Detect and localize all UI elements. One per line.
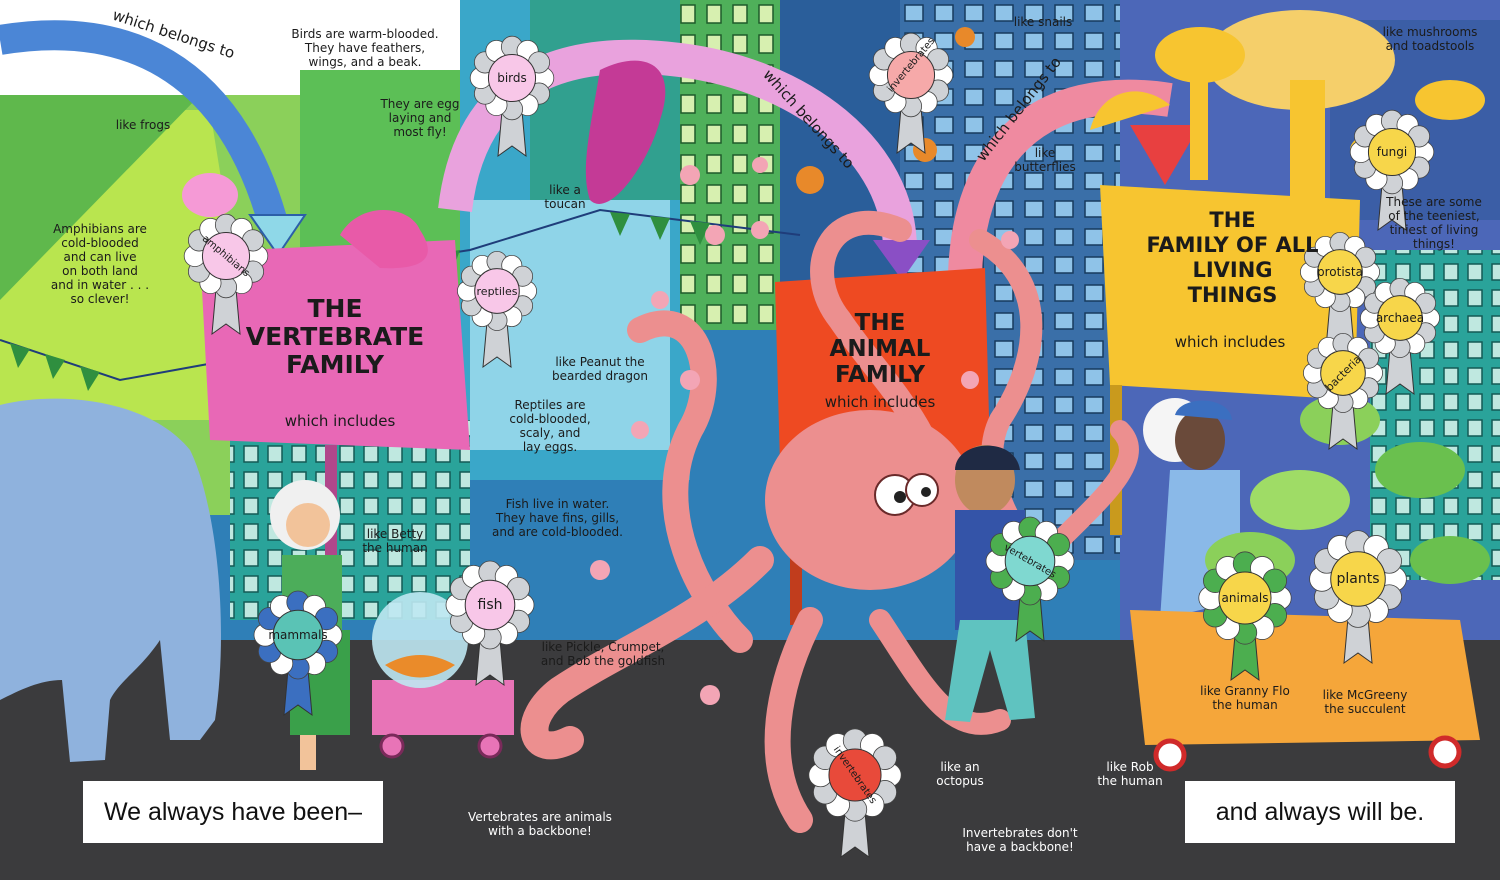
rosette-reptiles-label: reptiles [476,284,518,298]
note-like-betty: like Betty the human [362,527,428,555]
note-birds-egg: They are egg laying and most fly! [380,97,460,139]
note-fish-fact: Fish live in water. They have fins, gill… [492,497,623,539]
blue-arrow [0,20,290,234]
elephant [0,398,221,762]
note-like-mcgreeny: like McGreeny the succulent [1322,688,1408,716]
animal-sign-sub: which includes [824,393,936,411]
toucan [585,60,666,204]
rosette-archaea-label: archaea [1375,311,1425,325]
rosette-animals-label: animals [1221,591,1269,605]
rosette-mammals [253,590,343,717]
rosettes [183,32,1441,859]
plant-cart [1130,610,1480,745]
note-amphibians-fact: Amphibians are cold-blooded and can live… [50,222,150,306]
blue-arrowhead [248,214,307,257]
octopus [520,211,1139,833]
living-sign-title: THE FAMILY OF ALL LIVING THINGS [1146,208,1319,307]
animal-sign-title: THE ANIMAL FAMILY [829,310,931,388]
rosette-protista-label: protista [1317,265,1363,279]
living-sign [1100,185,1360,400]
rosette-invertebrates-bottom [808,728,902,859]
note-like-butterflies: like butterflies [1014,146,1076,174]
butterflies [590,157,1019,705]
green-triangle [0,95,200,300]
rosette-fish [445,560,535,687]
vertebrate-sign-sub: which includes [284,412,396,430]
rosette-bacteria [1303,333,1384,451]
rosette-animals [1198,551,1292,682]
vertebrate-sign [200,240,470,450]
rosette-reptiles [457,251,538,369]
rosette-fungi [1349,109,1435,232]
snail-top [955,27,975,47]
rosette-fish-label: fish [477,597,503,613]
low-window-block [230,420,470,620]
snail [796,166,824,194]
note-like-frogs: like frogs [115,118,171,132]
rosette-birds-label: birds [497,71,527,85]
note-vertebrates-backbone: Vertebrates are animals with a backbone! [468,810,612,838]
note-teeniest: These are some of the teeniest, tiniest … [1386,195,1482,251]
living-sign-sub: which includes [1174,333,1286,351]
rosette-birds [469,35,555,158]
rosette-plants [1309,530,1407,665]
note-reptiles-fact: Reptiles are cold-blooded, scaly, and la… [509,398,591,454]
rosette-invertebrates-top [868,32,954,155]
pink-cart [372,680,514,735]
caption-right: and always will be. [1185,781,1455,843]
rosette-fungi-label: fungi [1376,145,1408,159]
vertebrate-sign-title: THE VERTEBRATE FAMILY [245,294,425,379]
bearded-dragon [340,210,428,269]
note-like-pickle: like Pickle, Crumpet, and Bob the goldfi… [540,640,666,668]
note-like-toucan: like a toucan [544,183,586,211]
frog [182,173,238,217]
purple-arrowhead [873,240,930,280]
note-invertebrates-backbone: Invertebrates don't have a backbone! [962,826,1078,854]
caption-left: We always have been– [83,781,383,843]
note-like-granny: like Granny Flo the human [1200,684,1290,712]
rosette-protista [1300,231,1381,350]
rosette-amphibians [183,213,269,336]
red-arrowhead [1130,125,1200,185]
note-like-peanut: like Peanut the bearded dragon [552,355,648,383]
rosette-plants-label: plants [1336,571,1380,587]
note-like-mushrooms: like mushrooms and toadstools [1382,25,1478,53]
rosette-vertebrates [985,516,1075,643]
note-like-snails: like snails [1013,15,1073,29]
rosette-mammals-label: mammals [268,628,328,642]
note-like-rob: like Rob the human [1097,760,1163,788]
note-birds-fact: Birds are warm-blooded. They have feathe… [291,27,439,69]
rosette-archaea [1360,278,1441,396]
note-like-octopus: like an octopus [936,760,984,788]
